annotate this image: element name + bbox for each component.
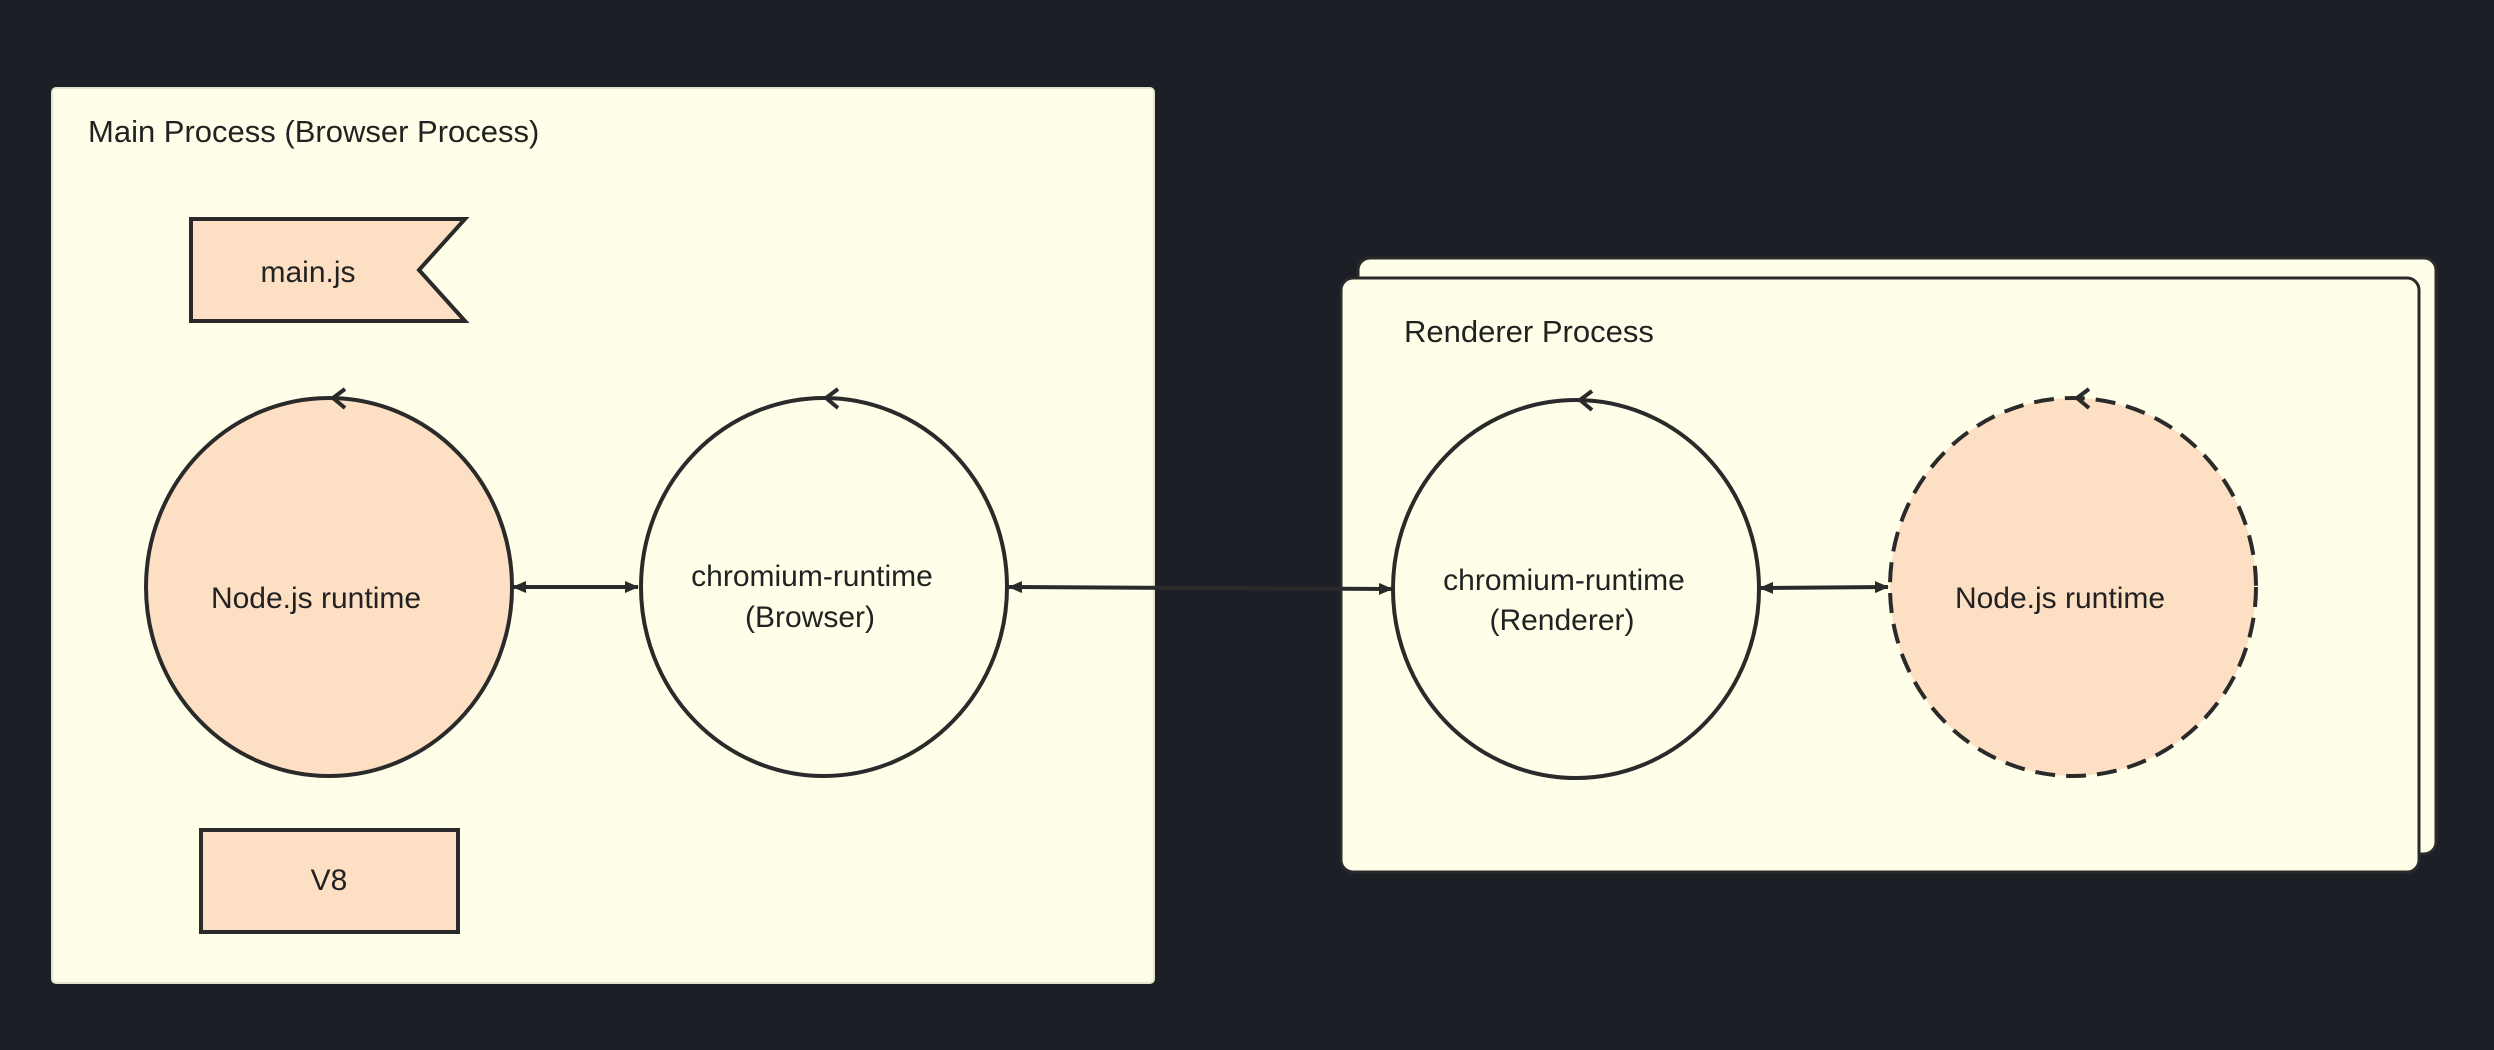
main-js-flag <box>189 217 470 323</box>
renderer-node-runtime-label: Node.js runtime <box>1955 582 2165 615</box>
main-process-title: Main Process (Browser Process) <box>88 114 539 149</box>
renderer-node-runtime-cycle-icon <box>2073 387 2091 410</box>
browser-to-renderer-ipc-connector <box>1008 581 1393 595</box>
v8-box <box>199 828 460 934</box>
renderer-to-node-connector <box>1759 581 1889 594</box>
renderer-process-title: Renderer Process <box>1404 314 1654 349</box>
v8-label: V8 <box>311 864 348 897</box>
main-js-label: main.js <box>260 256 355 289</box>
browser-chromium-cycle-icon <box>822 387 840 410</box>
renderer-chromium-runtime-circle <box>1391 398 1761 780</box>
renderer-chromium-cycle-icon <box>1576 389 1594 412</box>
renderer-chromium-label-line1: chromium-runtime <box>1443 564 1685 597</box>
main-node-runtime-label: Node.js runtime <box>211 582 421 615</box>
renderer-chromium-label-line2: (Renderer) <box>1489 604 1634 637</box>
browser-chromium-label-line2: (Browser) <box>745 601 875 634</box>
renderer-node-runtime-circle <box>1888 396 2258 778</box>
browser-chromium-label-line1: chromium-runtime <box>691 560 933 593</box>
main-node-runtime-cycle-icon <box>329 387 347 410</box>
